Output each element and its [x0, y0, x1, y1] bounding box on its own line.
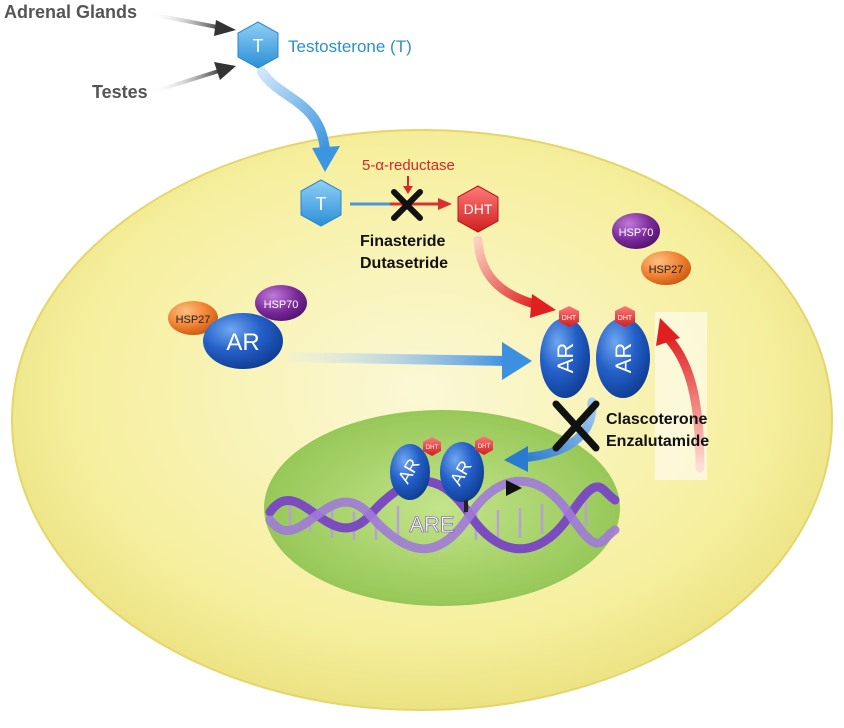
testosterone-name-label: Testosterone (T): [288, 37, 412, 56]
hsp70-free-label: HSP70: [619, 227, 654, 239]
ar-dimer-right: [596, 318, 650, 398]
dht-label: DHT: [464, 201, 493, 217]
clascoterone-label: Clascoterone: [606, 411, 707, 428]
testosterone-entry-arrow: [257, 67, 340, 172]
dht-nuc-right: [475, 436, 493, 455]
hsp27-bound-label: HSP27: [176, 314, 211, 326]
testosterone-symbol-cell: T: [316, 194, 327, 214]
dutasteride-label: Dutasetride: [360, 255, 448, 272]
finasteride-label: Finasteride: [360, 233, 445, 250]
dht-nuc-right-label: DHT: [478, 444, 491, 450]
dht-nuc-left: [423, 437, 441, 456]
ar-dimer-nucleus: [390, 436, 493, 502]
testosterone-hexagon-cell: [300, 179, 342, 227]
testosterone-symbol-top: T: [253, 36, 264, 56]
dht-bound-right-label: DHT: [618, 315, 633, 322]
ar-inhibition-recycle-arrow: [655, 312, 707, 480]
hsp70-bound: [255, 285, 307, 321]
enzyme-label: 5-α-reductase: [362, 157, 455, 174]
block-5ar-x-icon: [391, 189, 423, 221]
testosterone-hexagon: [237, 21, 279, 69]
ar-dimer-right-label: AR: [611, 343, 636, 374]
ar-cytoplasmic: [203, 313, 283, 369]
dht-binding-arrow: [473, 235, 556, 318]
are-label: ARE: [409, 512, 454, 537]
dht-bound-right: [615, 306, 635, 327]
ar-dimer-left-label: AR: [553, 343, 578, 374]
enzyme-arrow: [403, 176, 413, 194]
adrenal-glands-label: Adrenal Glands: [4, 2, 137, 22]
ar-dimer-left: [540, 318, 590, 398]
hsp27-free-label: HSP27: [649, 264, 684, 276]
dht-bound-left-label: DHT: [562, 315, 577, 322]
conversion-arrow: [350, 198, 452, 210]
ar-nuc-left: [390, 444, 430, 500]
block-ar-x-icon: [552, 400, 600, 452]
hsp27-free: [641, 251, 691, 285]
hsp27-bound: [168, 301, 218, 335]
dna-helix: [265, 476, 620, 554]
transcription-arrow: [464, 480, 522, 512]
ar-cytoplasmic-label: AR: [226, 329, 259, 356]
dht-bound-left: [559, 306, 579, 327]
hsp70-bound-label: HSP70: [264, 299, 299, 311]
ar-dimer-cytoplasm: [540, 306, 650, 398]
hsp70-free: [612, 213, 660, 249]
dht-hexagon: [457, 185, 499, 233]
testes-label: Testes: [92, 82, 148, 102]
ar-translocation-arrow: [288, 342, 532, 380]
testes-arrow: [151, 62, 236, 94]
adrenal-arrow: [149, 12, 236, 36]
dht-nuc-left-label: DHT: [426, 445, 439, 451]
enzalutamide-label: Enzalutamide: [606, 433, 709, 450]
